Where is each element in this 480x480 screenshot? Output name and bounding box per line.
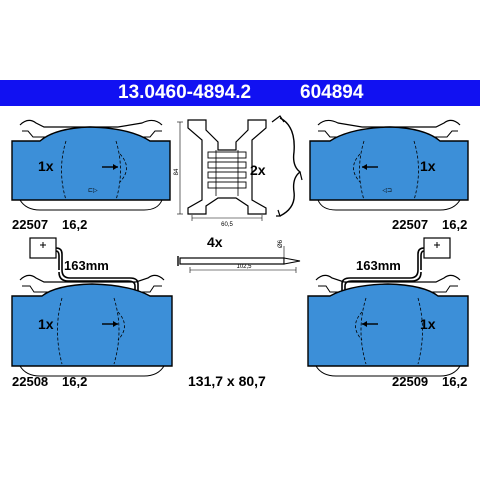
sensor-length-bottom-left: 163mm bbox=[64, 258, 109, 273]
pin-diameter-label: Ø6 bbox=[278, 239, 284, 248]
spring-clip bbox=[271, 115, 303, 217]
bracket-height-label: 84 bbox=[174, 168, 180, 175]
pad-number-bottom-right: 22509 bbox=[392, 374, 429, 389]
pad-thickness-bottom-left: 16,2 bbox=[62, 374, 88, 389]
pad-thickness-top-right: 16,2 bbox=[442, 217, 468, 232]
spring-quantity: 2x bbox=[250, 162, 266, 178]
pad-number-top-left: 22507 bbox=[12, 217, 49, 232]
pad-dimensions: 131,7 x 80,7 bbox=[188, 373, 266, 389]
pad-quantity-bottom-right: 1x bbox=[420, 316, 436, 332]
ref-number: 604894 bbox=[300, 82, 364, 103]
bracket-width-label: 60,5 bbox=[221, 222, 233, 228]
brake-pad-top-right bbox=[309, 119, 469, 211]
pad-thickness-top-left: 16,2 bbox=[62, 217, 88, 232]
pin-quantity: 4x bbox=[207, 234, 223, 250]
part-number: 13.0460-4894.2 bbox=[118, 82, 252, 103]
mounting-bracket bbox=[177, 119, 267, 221]
guide-pin bbox=[177, 246, 301, 273]
pad-quantity-bottom-left: 1x bbox=[38, 316, 54, 332]
pad-number-top-right: 22507 bbox=[392, 217, 429, 232]
pad-quantity-top-right: 1x bbox=[420, 158, 436, 174]
brake-pad-top-left bbox=[11, 119, 171, 211]
pad-quantity-top-left: 1x bbox=[38, 158, 54, 174]
pad-number-bottom-left: 22508 bbox=[12, 374, 49, 389]
pad-thickness-bottom-right: 16,2 bbox=[442, 374, 468, 389]
sensor-length-bottom-right: 163mm bbox=[356, 258, 401, 273]
pin-length-label: 102,5 bbox=[236, 264, 252, 270]
header-banner: 13.0460-4894.2 604894 bbox=[0, 80, 480, 106]
